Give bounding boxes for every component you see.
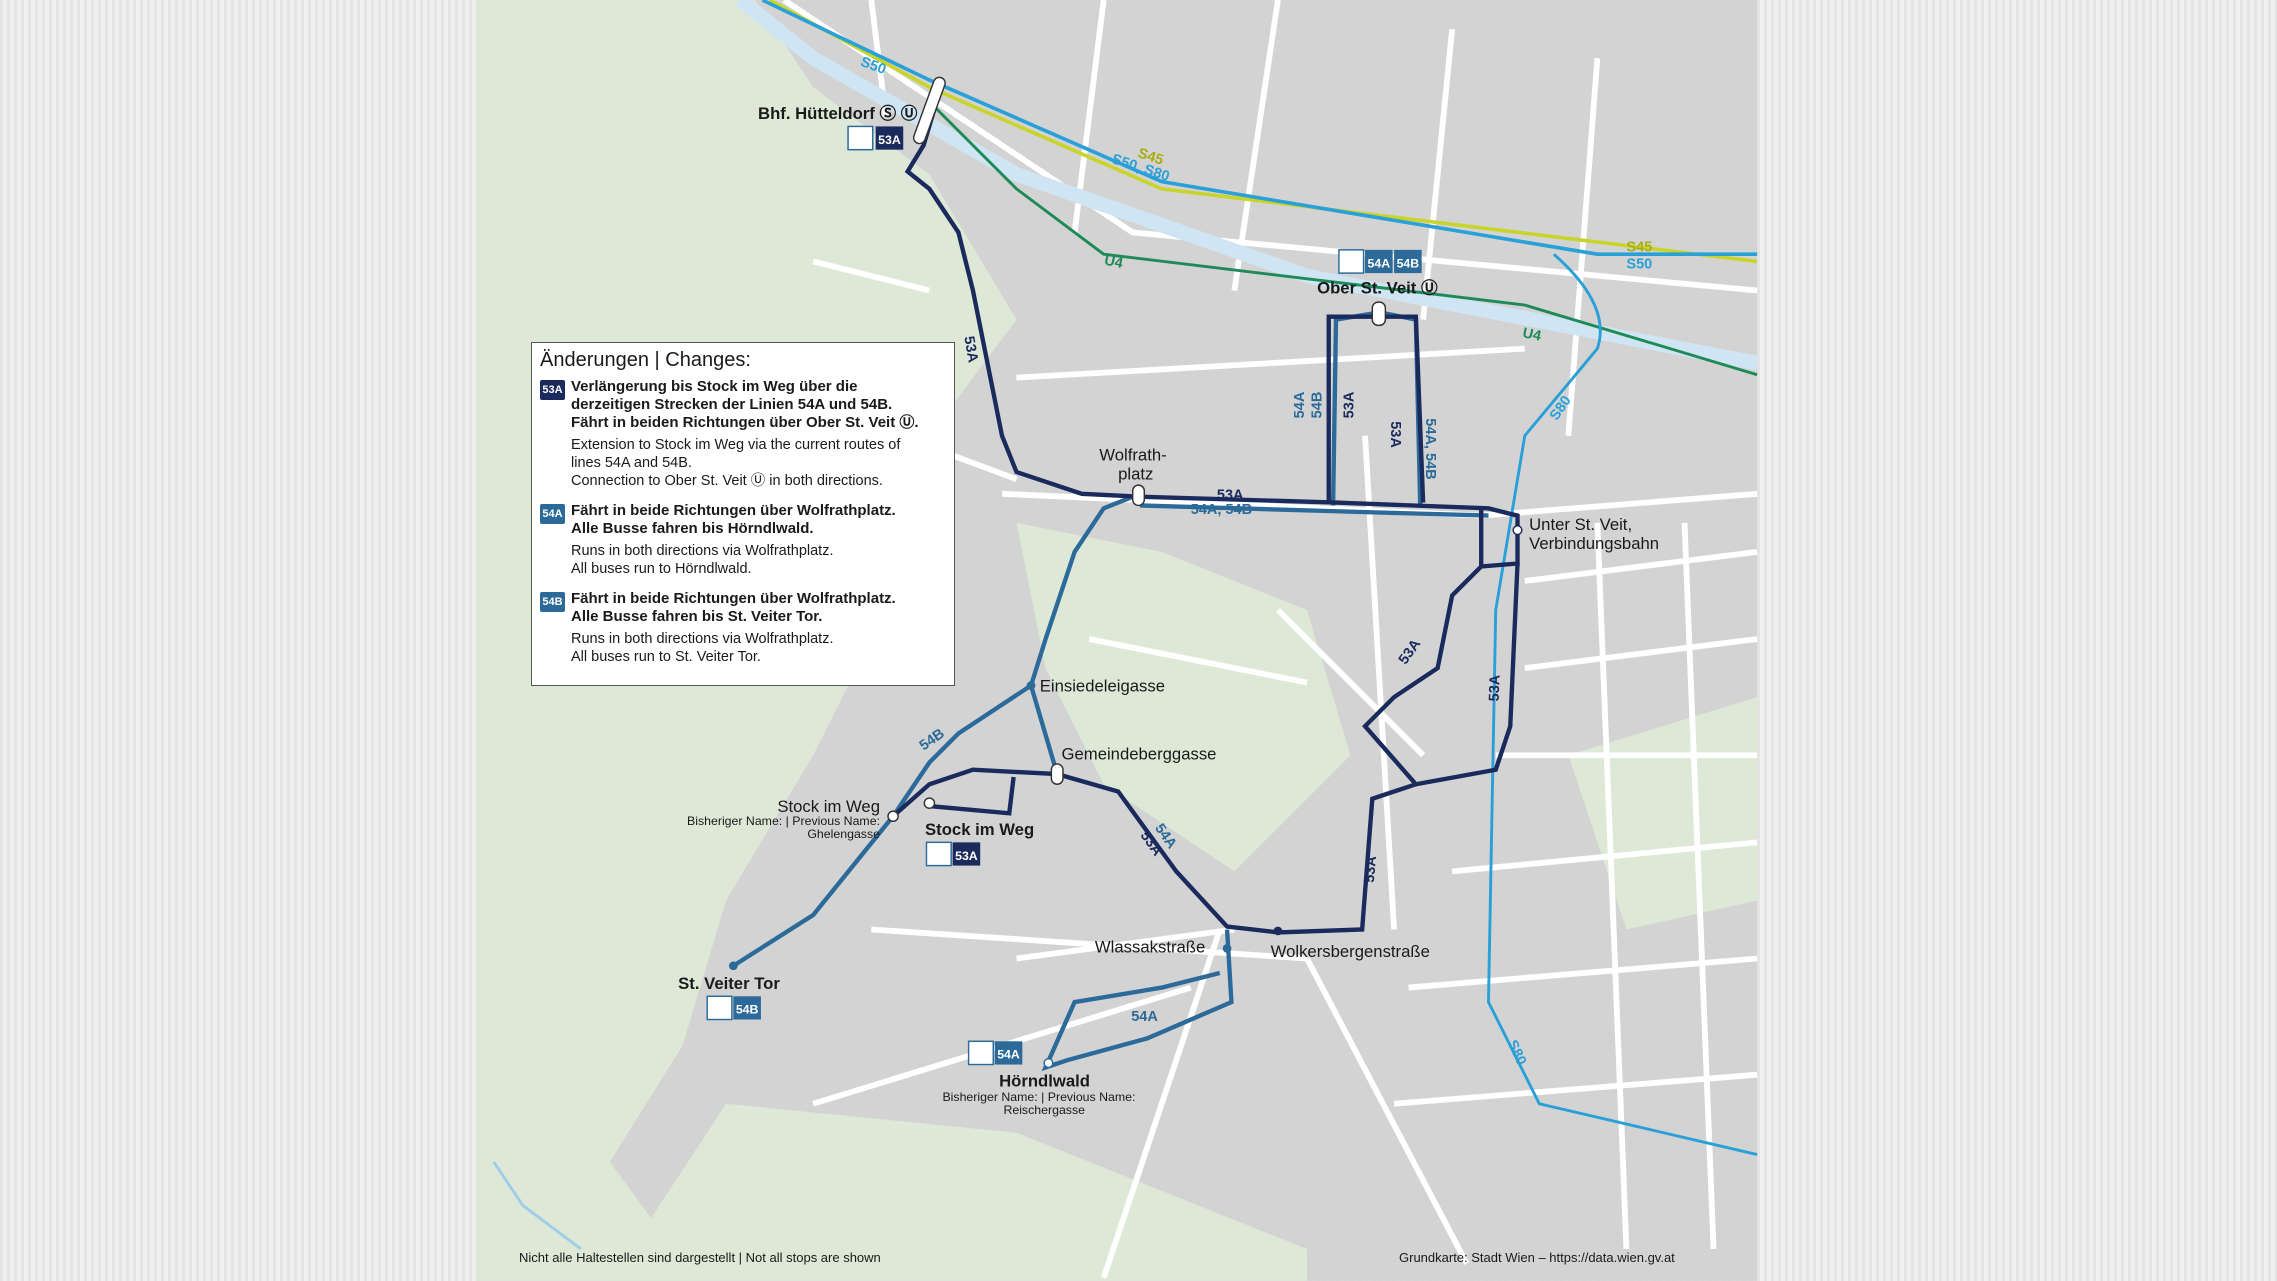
legend-line: Runs in both directions via Wolfrathplat… [571,631,834,647]
legend-line: Verlängerung bis Stock im Weg über die [571,378,858,395]
stop-hoerndlwald[interactable] [1043,1057,1054,1069]
legend-title: Änderungen | Changes: [540,349,751,371]
legend-line: Fährt in beide Richtungen über Wolfrathp… [571,502,896,519]
stop-previous-name-label: Bisheriger Name: | Previous Name: [687,814,880,828]
stop-label-wlassakstrasse: Wlassakstraße [1095,938,1205,957]
changes-legend: Änderungen | Changes: 53A Verlängerung bi… [531,342,955,686]
s50-label: S50 [858,54,888,78]
bus-icon [967,1040,995,1066]
route-label-53A: 53A [960,335,980,365]
stop-previous-name: Ghelengasse [807,827,880,841]
stop-label-wolkersbergenstrasse: Wolkersbergenstraße [1271,942,1430,961]
legend-item-54A: 54A Fährt in beide Richtungen über Wolfra… [540,502,946,578]
stop-label-gemeindeberggasse: Gemeindeberggasse [1062,745,1217,764]
legend-line: lines 54A and 54B. [571,455,692,471]
legend-line: derzeitigen Strecken der Linien 54A und … [571,396,893,413]
stop-labels: Bhf. Hütteldorf Ⓢ Ⓤ Ober St. Veit Ⓤ Wolf… [678,103,1659,1117]
legend-item-53A: 53A Verlängerung bis Stock im Weg über di… [540,378,946,490]
badge-huetteldorf: 53A [847,125,904,151]
line-badge: 54A [540,504,565,524]
stop-stock-im-weg-old[interactable] [887,810,899,823]
s45-label-2: S45 [1626,239,1652,255]
badge-hoerndlwald: 54A [967,1040,1023,1066]
bus-icon [847,125,874,151]
legend-text-en: Runs in both directions via Wolfrathplat… [571,630,896,666]
badge-54A: 54A [997,1048,1020,1062]
bus-icon [706,995,733,1021]
stop-previous-name: Reischergasse [1003,1103,1085,1117]
legend-text-en: Extension to Stock im Weg via the curren… [571,436,919,490]
route-label-54A-54B: 54A, 54B [1191,502,1252,518]
legend-text-de: Fährt in beide Richtungen über Wolfrathp… [571,590,896,626]
badge-54A: 54A [1368,256,1391,270]
legend-line: All buses run to St. Veiter Tor. [571,649,761,665]
stop-st-veiter-tor[interactable] [728,961,738,971]
route-label-54A: 54A [1131,1009,1158,1025]
s50-label-2: S50 [1626,257,1652,273]
stop-markers [728,76,1523,1069]
badge-stock-im-weg: 53A [925,841,981,867]
stop-stock-im-weg-new[interactable] [923,797,936,809]
stop-label-unter-st-veit-2: Verbindungsbahn [1529,534,1659,553]
u4-label-2: U4 [1521,325,1542,345]
legend-line: Fährt in beide Richtungen über Wolfrathp… [571,590,896,607]
footer-note: Nicht alle Haltestellen sind dargestellt… [519,1250,881,1265]
stop-gemeindeberggasse[interactable] [1050,763,1064,785]
u4-label: U4 [1103,253,1124,273]
route-label-54A-54B-vertical: 54A, 54B [1422,418,1438,479]
stop-unter-st-veit[interactable] [1512,525,1523,536]
badge-54B: 54B [1397,256,1420,270]
line-badge: 54B [540,592,565,612]
stop-wlassakstrasse[interactable] [1222,944,1232,953]
badge-st-veiter-tor: 54B [706,995,761,1021]
legend-line: Extension to Stock im Weg via the curren… [571,437,901,453]
stop-label-wolfrathplatz: Wolfrath- [1099,445,1166,464]
legend-line: Alle Busse fahren bis St. Veiter Tor. [571,608,823,625]
stop-wolkersbergenstrasse[interactable] [1273,926,1283,936]
route-label-53A: 53A [1217,488,1244,504]
legend-line: Fährt in beiden Richtungen über Ober St.… [571,414,919,431]
badge-53A: 53A [878,133,901,147]
stop-label-unter-st-veit: Unter St. Veit, [1529,515,1632,534]
legend-item-54B: 54B Fährt in beide Richtungen über Wolfra… [540,590,946,666]
rail-lines [761,0,1758,1156]
route-label-54A: 54A [1292,391,1308,418]
stop-label-stock-im-weg-new: Stock im Weg [925,820,1034,839]
stop-huetteldorf[interactable] [912,76,947,145]
legend-line: All buses run to Hörndlwald. [571,561,752,577]
legend-line: Connection to Ober St. Veit Ⓤ in both di… [571,473,883,489]
stop-ober-st-veit[interactable] [1371,301,1387,327]
badge-53A: 53A [955,849,978,863]
route-label-53A: 53A [1487,674,1504,702]
stop-label-st-veiter-tor: St. Veiter Tor [678,974,780,993]
route-label-53A: 53A [1341,391,1357,418]
stop-einsiedeleigasse[interactable] [1026,681,1036,690]
route-label-53A: 53A [1387,421,1403,448]
bus-icon [1338,249,1365,274]
stop-label-huetteldorf: Bhf. Hütteldorf Ⓢ Ⓤ [758,103,918,123]
s45-label: S45 [1136,146,1166,169]
stop-label-einsiedeleigasse: Einsiedeleigasse [1040,676,1165,695]
bus-icon [925,841,952,867]
stop-previous-name-label: Bisheriger Name: | Previous Name: [942,1090,1135,1104]
footer-source[interactable]: Grundkarte: Stadt Wien – https://data.wi… [1399,1250,1675,1265]
stop-label-wolfrathplatz-2: platz [1118,464,1153,483]
stop-label-ober-st-veit: Ober St. Veit Ⓤ [1317,277,1438,297]
route-label-54B: 54B [1309,392,1325,419]
legend-line: Runs in both directions via Wolfrathplat… [571,543,834,559]
legend-line: Alle Busse fahren bis Hörndlwald. [571,520,814,537]
legend-text-de: Fährt in beide Richtungen über Wolfrathp… [571,502,896,538]
badge-54B: 54B [736,1003,759,1017]
line-badge: 53A [540,380,565,400]
stop-wolfrathplatz[interactable] [1131,484,1146,507]
route-label-53A: 53A [1362,855,1380,883]
legend-text-en: Runs in both directions via Wolfrathplat… [571,542,896,578]
badge-ober-st-veit: 54A 54B [1338,249,1422,274]
stop-label-hoerndlwald: Hörndlwald [999,1071,1090,1090]
stop-label-stock-im-weg-old: Stock im Weg [777,797,880,816]
